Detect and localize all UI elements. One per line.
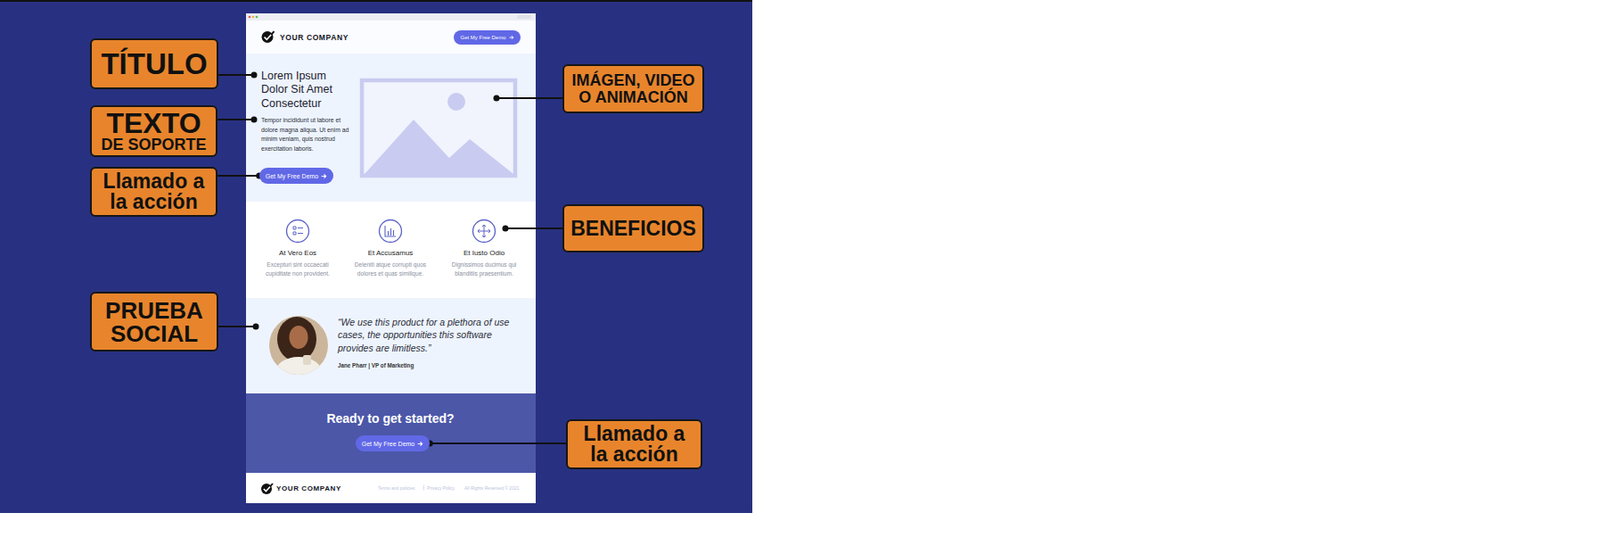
leader-dot bbox=[251, 72, 258, 79]
logo-check bbox=[270, 483, 273, 486]
button-label: Get My Free Demo bbox=[459, 34, 506, 41]
connector-line bbox=[429, 442, 567, 444]
photo-hair bbox=[277, 316, 317, 362]
window-dot bbox=[252, 16, 255, 19]
arrow-glyph bbox=[418, 441, 423, 445]
cta-button: Get My Free Demo bbox=[355, 434, 431, 452]
mockup-text: Terms and policies bbox=[377, 484, 415, 491]
benefits-band bbox=[246, 201, 536, 298]
browser-control bbox=[516, 15, 532, 19]
mockup-text: Deleniti atque corrupti quos dolores et … bbox=[347, 260, 434, 279]
list-glyph bbox=[293, 226, 304, 235]
callout-box: IMÁGEN, VIDEO O ANIMACIÓN bbox=[562, 64, 705, 114]
mockup-text: At Vero Eos bbox=[254, 248, 341, 258]
callout-box: Llamado a la acción bbox=[566, 418, 703, 469]
callout-label: IMÁGEN, VIDEO O ANIMACIÓN bbox=[569, 72, 698, 106]
arrow-icon bbox=[417, 440, 424, 447]
callout-label: TÍTULO bbox=[100, 49, 207, 79]
mockup-text: Excepturi sint occaecati cupiditate non … bbox=[254, 260, 341, 279]
mockup-text: YOUR COMPANY bbox=[279, 32, 349, 42]
mockup-text: Et Accusamus bbox=[347, 248, 434, 258]
arrow-icon bbox=[508, 34, 515, 41]
logo-mark bbox=[262, 31, 274, 43]
leader-dot bbox=[493, 95, 501, 102]
logo-check bbox=[270, 31, 274, 35]
leader-dot bbox=[251, 116, 258, 124]
callout-label: BENEFICIOS bbox=[570, 218, 697, 239]
mockup-text: Et Iusto Odio bbox=[441, 248, 527, 258]
leader-line bbox=[218, 73, 255, 76]
leader-dot bbox=[253, 323, 260, 330]
mockup-text: Privacy Policy bbox=[426, 484, 455, 491]
leader-dot bbox=[502, 225, 509, 232]
footer-separator bbox=[423, 484, 425, 491]
placeholder-sun bbox=[447, 92, 466, 111]
chart-glyph bbox=[385, 225, 396, 237]
leader-line bbox=[218, 325, 256, 328]
logo-check bbox=[264, 34, 272, 41]
callout-box: TÍTULO bbox=[90, 38, 219, 90]
navy-ground bbox=[0, 0, 753, 513]
mockup-text: “We use this product for a plethora of u… bbox=[337, 315, 530, 354]
window-dot bbox=[255, 16, 259, 19]
top-rule bbox=[0, 0, 753, 2]
arrow-icon bbox=[320, 172, 328, 180]
button-label: Get My Free Demo bbox=[265, 172, 320, 180]
logo-check bbox=[263, 486, 271, 492]
image-placeholder bbox=[361, 80, 516, 176]
mockup-text: Tempor incididunt ut labore et dolore ma… bbox=[261, 115, 351, 154]
callout-label: Llamado a la acción bbox=[97, 171, 211, 213]
callout-box: Llamado a la acción bbox=[90, 166, 218, 217]
mockup-text: Jane Pharr | VP of Marketing bbox=[337, 361, 414, 370]
callout-box: TEXTODE SOPORTE bbox=[90, 105, 218, 157]
arrow-glyph bbox=[508, 35, 513, 40]
browser-bar bbox=[246, 13, 536, 21]
benefit-icon bbox=[287, 220, 310, 243]
cta-button: Get My Free Demo bbox=[259, 167, 335, 184]
mockup-text: All Rights Reserved © 2021 bbox=[464, 484, 520, 491]
cta-band bbox=[246, 393, 536, 473]
callout-label: PRUEBA SOCIAL bbox=[97, 298, 212, 345]
mockup-text: Lorem Ipsum Dolor Sit Amet Consectetur bbox=[261, 69, 344, 111]
button-label: Get My Free Demo bbox=[361, 440, 416, 447]
photo-face bbox=[289, 325, 309, 349]
benefit-icon bbox=[473, 220, 496, 243]
move-glyph bbox=[477, 224, 491, 238]
placeholder-mountains bbox=[364, 119, 514, 174]
callout-label: Llamado a la acción bbox=[573, 423, 696, 465]
leader-line bbox=[505, 227, 563, 230]
arrow-glyph bbox=[321, 173, 327, 178]
mockup-text: Ready to get started? bbox=[283, 410, 498, 427]
connector-line bbox=[217, 174, 260, 177]
photo-shirt bbox=[274, 356, 323, 391]
benefit-icon bbox=[379, 220, 403, 243]
callout-label: DE SOPORTE bbox=[100, 136, 206, 153]
hero-band bbox=[246, 53, 536, 202]
callout-box: BENEFICIOS bbox=[562, 204, 705, 253]
footer-band bbox=[246, 472, 536, 503]
page-frame bbox=[246, 13, 536, 503]
social-band bbox=[246, 297, 536, 394]
leader-line bbox=[496, 97, 563, 99]
photo-mug bbox=[303, 354, 312, 365]
callout-label: TEXTO bbox=[106, 109, 201, 137]
leader-line bbox=[217, 118, 255, 121]
mockup-text: YOUR COMPANY bbox=[276, 484, 342, 493]
header-band bbox=[246, 20, 536, 54]
cta-button: Get My Free Demo bbox=[453, 30, 520, 45]
portrait-photo bbox=[267, 313, 330, 391]
callout-box: PRUEBA SOCIAL bbox=[90, 291, 219, 352]
mockup-text: Dignissimos ducimus qui blanditiis praes… bbox=[441, 260, 527, 279]
leader-connector bbox=[217, 172, 263, 180]
leader-connector bbox=[426, 440, 567, 447]
logo-mark bbox=[261, 483, 272, 494]
window-dot bbox=[248, 16, 252, 19]
